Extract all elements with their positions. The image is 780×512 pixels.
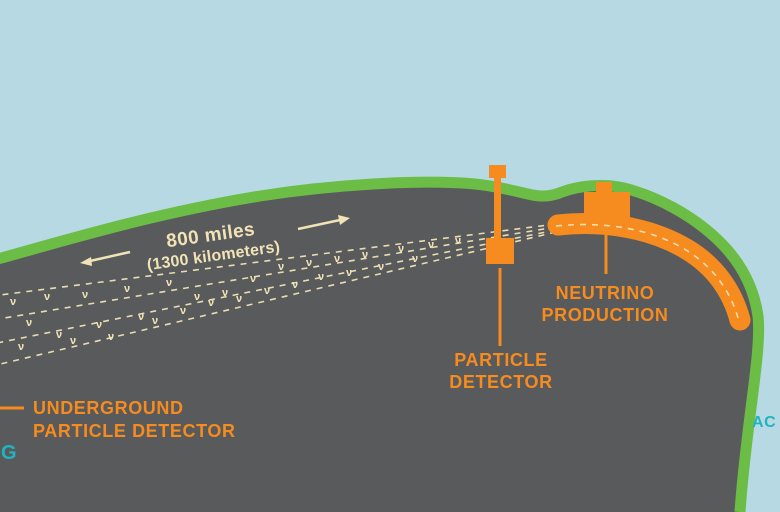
neutrino-symbols: ν ν ν ν ν ν ν ν ν ν ν ν ν ν ν ν ν ν ν ν … — [10, 235, 461, 353]
distance-arrow-left-head — [80, 257, 92, 266]
particle-detector-label-line2: DETECTOR — [449, 372, 552, 392]
right-facility-partial-text: AC — [752, 414, 776, 431]
neutrino-symbol: ν — [306, 257, 312, 269]
near-particle-detector — [486, 165, 514, 264]
neutrino-symbol: ν — [346, 267, 352, 279]
particle-detector-label-line1: PARTICLE — [454, 350, 547, 370]
neutrino-symbol: ν — [70, 335, 76, 347]
neutrino-symbol: ν — [152, 315, 158, 327]
distance-arrow-right — [297, 218, 341, 231]
beam-pipe — [547, 213, 751, 331]
production-building-top — [596, 182, 612, 194]
neutrino-symbol: ν — [166, 277, 172, 289]
neutrino-symbol: ν — [26, 317, 32, 329]
neutrino-symbol: ν — [378, 261, 384, 273]
neutrino-production-facility — [584, 182, 630, 218]
neutrino-symbol: ν — [96, 319, 102, 331]
production-building — [584, 192, 630, 218]
left-facility-partial-text: G — [1, 442, 17, 464]
beam-pipe-center-line — [555, 223, 739, 319]
grass-surface — [0, 176, 765, 512]
neutrino-production-label: NEUTRINO PRODUCTION — [542, 283, 669, 325]
neutrino-symbol: ν — [194, 291, 200, 303]
neutrino-symbol: ν — [208, 297, 214, 309]
neutrino-symbol: ν — [250, 273, 256, 285]
beam-cone-line — [0, 223, 557, 296]
beam-cone-line — [0, 231, 557, 365]
neutrino-production-label-line2: PRODUCTION — [542, 305, 669, 325]
neutrino-symbol: ν — [278, 261, 284, 273]
neutrino-symbol: ν — [292, 279, 298, 291]
neutrino-symbol: ν — [334, 253, 340, 265]
detector-headframe — [489, 165, 506, 178]
neutrino-symbol: ν — [398, 243, 404, 255]
distance-arrow-left — [89, 250, 131, 263]
underground-detector-label-line2: PARTICLE DETECTOR — [33, 421, 236, 441]
neutrino-symbol: ν — [124, 283, 130, 295]
neutrino-symbol: ν — [318, 271, 324, 283]
neutrino-symbol: ν — [222, 287, 228, 299]
neutrino-production-label-line1: NEUTRINO — [556, 283, 655, 303]
detector-cube — [486, 238, 514, 264]
underground-detector-label: UNDERGROUND PARTICLE DETECTOR — [33, 398, 236, 441]
neutrino-symbol: ν — [10, 296, 16, 308]
neutrino-symbol: ν — [455, 235, 461, 247]
neutrino-symbol: ν — [82, 289, 88, 301]
distance-arrow-right-head — [338, 215, 350, 225]
underground-detector-label-line1: UNDERGROUND — [33, 398, 184, 418]
neutrino-symbol: ν — [108, 331, 114, 343]
earth-ground — [0, 182, 759, 512]
neutrino-beam-cone — [0, 223, 557, 365]
neutrino-symbol: ν — [138, 311, 144, 323]
neutrino-symbol: ν — [18, 341, 24, 353]
detector-shaft — [494, 170, 501, 240]
neutrino-symbol: ν — [412, 253, 418, 265]
neutrino-symbol: ν — [428, 239, 434, 251]
neutrino-symbol: ν — [180, 305, 186, 317]
particle-detector-label: PARTICLE DETECTOR — [449, 350, 552, 392]
neutrino-symbol: ν — [362, 249, 368, 261]
neutrino-symbol: ν — [44, 291, 50, 303]
neutrino-symbol: ν — [56, 329, 62, 341]
neutrino-symbol: ν — [236, 293, 242, 305]
neutrino-symbol: ν — [264, 285, 270, 297]
